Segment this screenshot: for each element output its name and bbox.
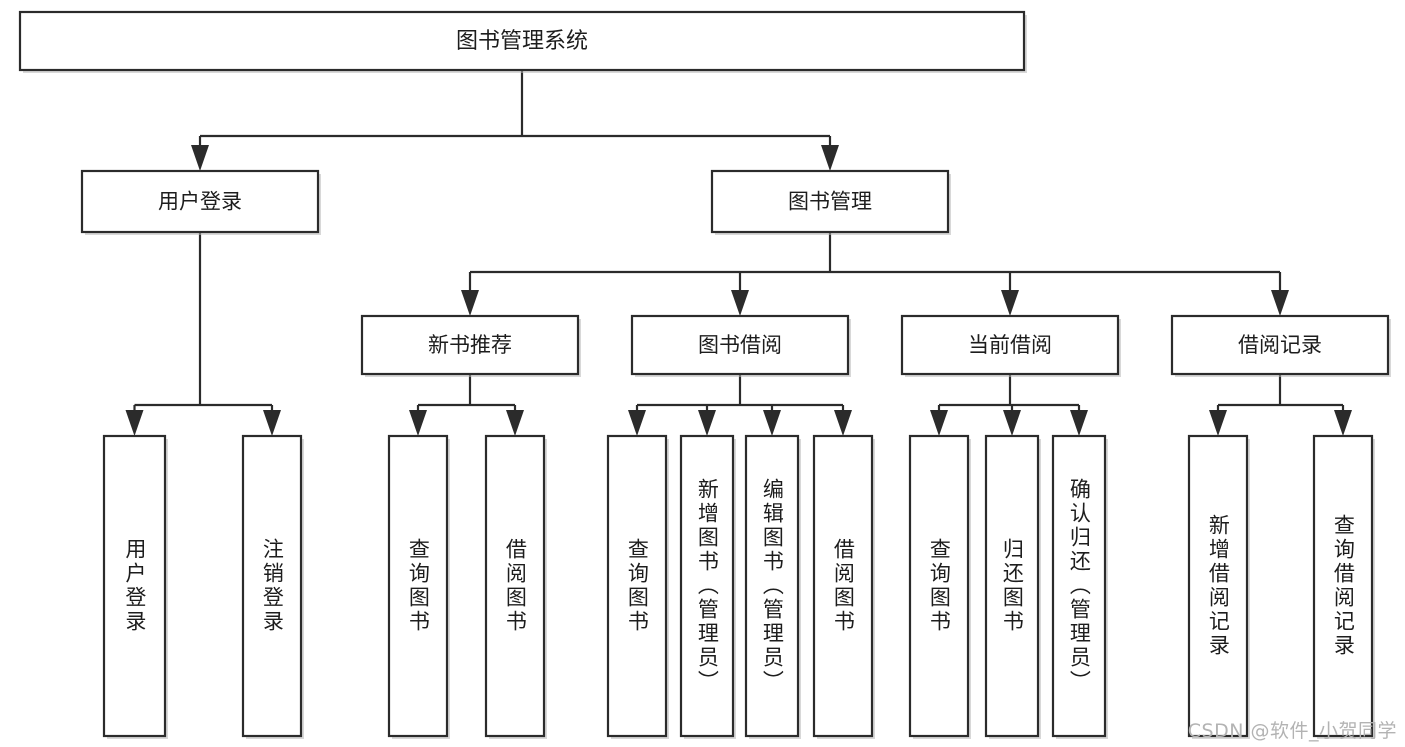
conn-newbook-bus-arrow-leaf-query-book-1 xyxy=(409,410,427,436)
conn-bookborrow-bus-arrow-leaf-add-book-admin xyxy=(698,410,716,436)
conn-userlogin-bus-arrow-leaf-user-login xyxy=(125,410,144,436)
node-box-leaf-return-book[interactable] xyxy=(984,434,1040,738)
conn-bookmanage-bus-arrow-book-borrow xyxy=(731,290,749,316)
node-label-current-borrow: 当前借阅 xyxy=(968,333,1052,357)
conn-bookmanage-bus-arrow-borrow-record xyxy=(1271,290,1289,316)
conn-borrowrecord-bus-arrow-leaf-query-borrow-record xyxy=(1334,410,1352,436)
node-box-leaf-borrow-book-1[interactable] xyxy=(484,434,546,738)
node-box-new-book-recommend[interactable] xyxy=(360,314,580,376)
node-box-borrow-record[interactable] xyxy=(1170,314,1390,376)
node-box-root[interactable] xyxy=(18,10,1026,72)
node-label-borrow-record: 借阅记录 xyxy=(1238,333,1322,357)
conn-bookborrow-bus-arrow-leaf-edit-book-admin xyxy=(763,410,781,436)
conn-root-bus-arrow-book-manage xyxy=(821,145,839,171)
node-box-leaf-confirm-return-admin[interactable] xyxy=(1051,434,1107,738)
node-box-leaf-edit-book-admin[interactable] xyxy=(744,434,800,738)
conn-borrowrecord-bus-arrow-leaf-add-borrow-record xyxy=(1209,410,1227,436)
node-label-root: 图书管理系统 xyxy=(456,29,588,54)
node-label-book-manage: 图书管理 xyxy=(788,190,872,214)
node-box-layer xyxy=(18,10,1391,739)
conn-bookborrow-bus-arrow-leaf-borrow-book-2 xyxy=(834,410,852,436)
conn-userlogin-bus-arrow-leaf-logout-login xyxy=(263,410,281,436)
node-box-leaf-borrow-book-2[interactable] xyxy=(812,434,874,738)
conn-currentborrow-bus-arrow-leaf-confirm-return-admin xyxy=(1070,410,1088,436)
node-box-user-login[interactable] xyxy=(80,169,320,234)
node-label-user-login: 用户登录 xyxy=(158,190,242,214)
watermark-text: CSDN @软件_小贺同学 xyxy=(1187,720,1397,742)
node-box-leaf-query-book-2[interactable] xyxy=(606,434,668,738)
node-box-leaf-add-borrow-record[interactable] xyxy=(1187,434,1249,738)
conn-root-bus-arrow-user-login xyxy=(191,145,209,171)
conn-currentborrow-bus-arrow-leaf-return-book xyxy=(1003,410,1021,436)
node-box-leaf-user-login[interactable] xyxy=(102,434,167,738)
connector-layer xyxy=(125,70,1352,436)
node-box-leaf-query-borrow-record[interactable] xyxy=(1312,434,1374,738)
node-box-leaf-logout-login[interactable] xyxy=(241,434,303,738)
node-label-new-book-recommend: 新书推荐 xyxy=(428,333,512,357)
node-box-leaf-query-book-1[interactable] xyxy=(387,434,449,738)
conn-bookborrow-bus-arrow-leaf-query-book-2 xyxy=(628,410,646,436)
node-box-book-manage[interactable] xyxy=(710,169,950,234)
node-box-book-borrow[interactable] xyxy=(630,314,850,376)
conn-bookmanage-bus-arrow-current-borrow xyxy=(1001,290,1019,316)
conn-currentborrow-bus-arrow-leaf-query-book-3 xyxy=(930,410,948,436)
node-box-leaf-add-book-admin[interactable] xyxy=(679,434,735,738)
conn-newbook-bus-arrow-leaf-borrow-book-1 xyxy=(506,410,524,436)
node-box-current-borrow[interactable] xyxy=(900,314,1120,376)
node-label-book-borrow: 图书借阅 xyxy=(698,333,782,357)
conn-bookmanage-bus-arrow-new-book-recommend xyxy=(461,290,479,316)
node-box-leaf-query-book-3[interactable] xyxy=(908,434,970,738)
